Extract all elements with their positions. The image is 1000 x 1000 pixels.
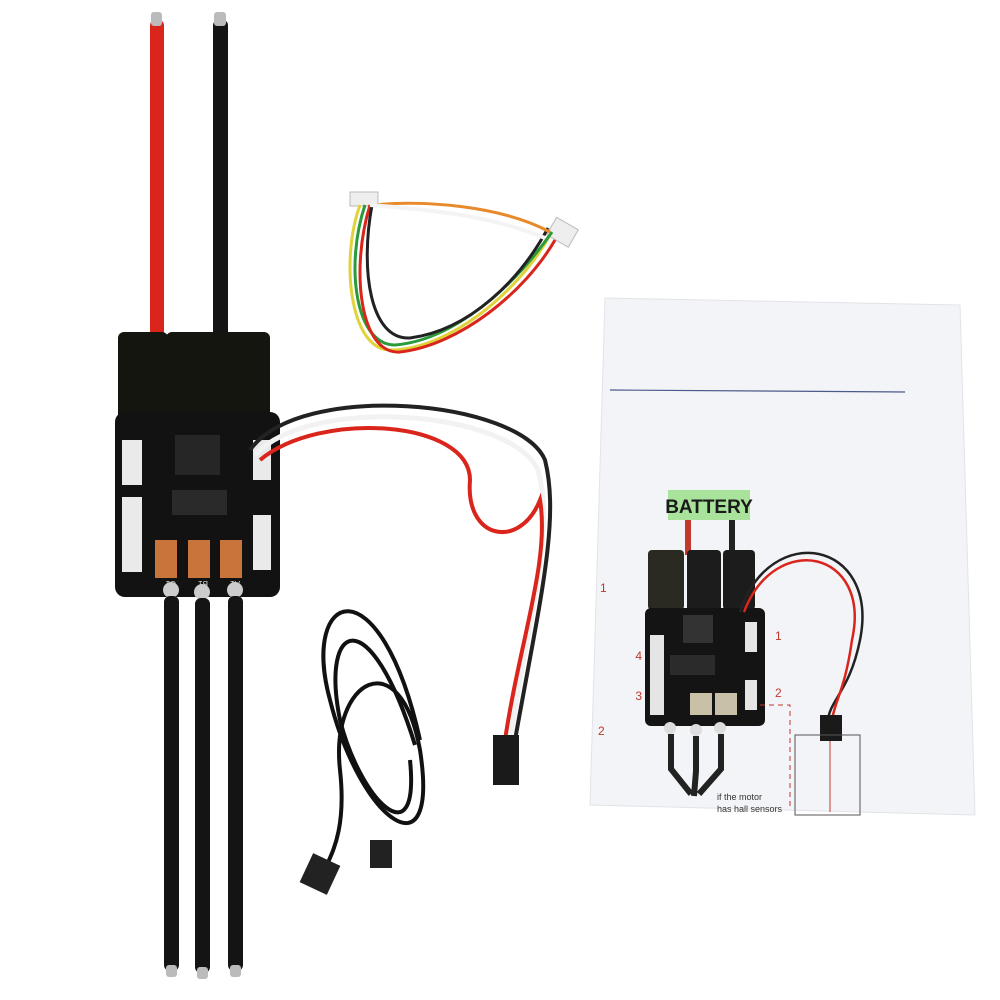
manual-note-line2: has hall sensors	[717, 804, 783, 814]
instruction-manual: BATTERY 4 3 1 2 1 2 if the motor has hal…	[589, 297, 976, 816]
port-label-1: 1	[775, 629, 782, 643]
battery-label: BATTERY	[665, 497, 753, 518]
servo-cable	[248, 403, 553, 785]
port-label-2: 2	[775, 686, 782, 700]
motor-phase-wires	[164, 596, 243, 979]
usb-cable	[299, 609, 426, 895]
side-number-2: 2	[598, 724, 605, 738]
port-label-3: 3	[635, 689, 642, 703]
phase-label-b: B1	[198, 579, 208, 588]
battery-label-box	[668, 490, 750, 520]
sensor-cable	[348, 191, 579, 354]
manual-note-line1: if the motor	[717, 792, 762, 802]
port-label-4: 4	[635, 649, 642, 663]
battery-wires	[150, 12, 228, 340]
side-number-1: 1	[600, 581, 607, 595]
esc-board: C1 B1 A1	[115, 332, 280, 600]
